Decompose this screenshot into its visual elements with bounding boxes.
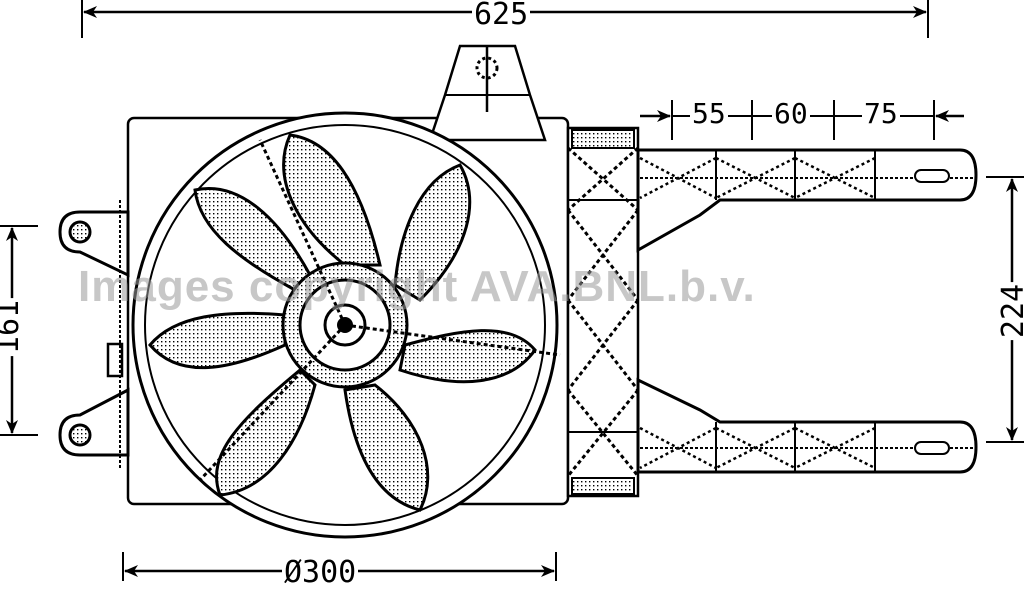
bracket-seg2-label: 60 — [772, 97, 810, 130]
truss-frame — [566, 126, 640, 498]
right-height-label: 224 — [996, 281, 1024, 341]
bracket-seg3-label: 75 — [862, 97, 900, 130]
upper-mounting-bracket — [636, 148, 978, 253]
connector-tab — [428, 44, 547, 142]
fan-rotor — [131, 111, 561, 539]
left-mounting-ears — [58, 200, 130, 470]
left-height-label: 161 — [0, 297, 26, 357]
lower-mounting-bracket — [636, 377, 978, 474]
overall-width-label: 625 — [472, 0, 531, 32]
fan-diameter-label: Ø300 — [282, 555, 359, 590]
watermark: Images copyright AVA.BNL.b.v. — [78, 262, 756, 311]
bracket-seg1-label: 55 — [690, 97, 728, 130]
